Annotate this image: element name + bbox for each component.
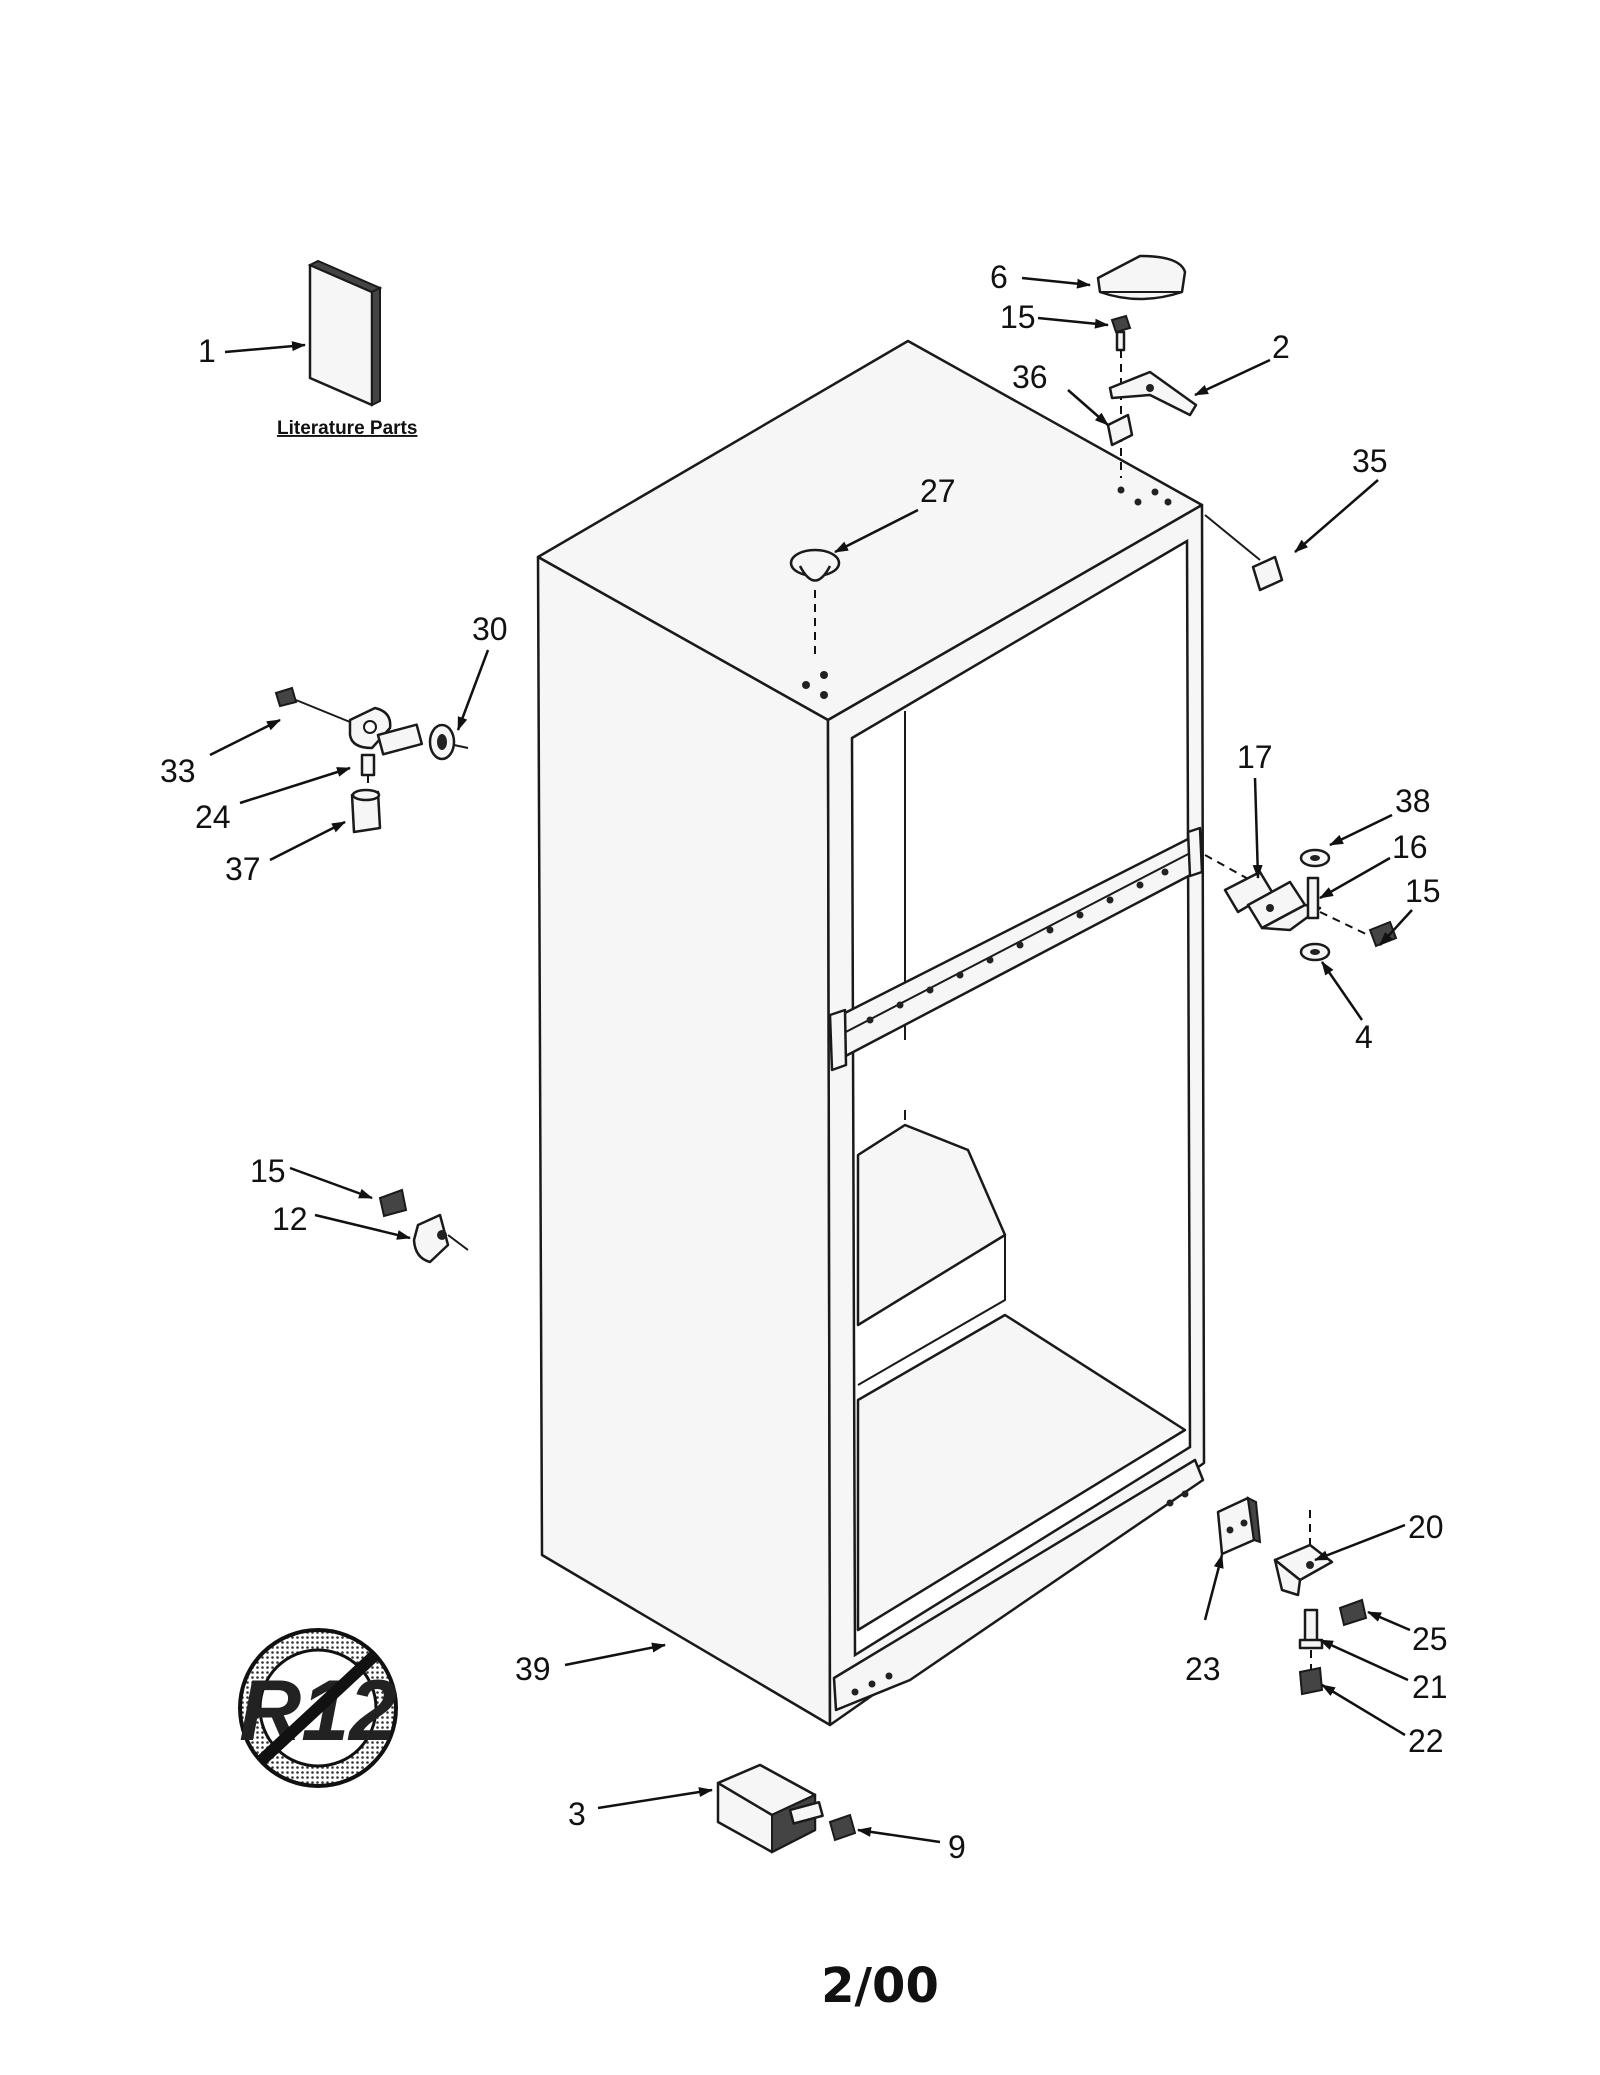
hinge-cap [1251,555,1284,592]
literature-booklet [307,259,383,407]
callout-4: 4 [1355,1019,1373,1055]
door-stop-bracket [378,1188,469,1264]
divider-rail [828,826,1204,1072]
center-hinge-assembly [1204,848,1398,962]
leveling-leg [716,1763,857,1854]
callout-17: 17 [1237,739,1273,775]
callout-21: 21 [1412,1669,1448,1705]
roller-assembly [274,686,469,834]
callout-15-left: 15 [250,1153,286,1189]
callout-23: 23 [1185,1651,1221,1687]
callout-39: 39 [515,1651,551,1687]
plug-button [789,548,841,582]
callout-38: 38 [1395,783,1431,819]
callout-37: 37 [225,851,261,887]
callout-25: 25 [1412,1621,1448,1657]
callout-22: 22 [1408,1723,1444,1759]
hinge-cover [1096,254,1187,301]
callout-27: 27 [920,473,956,509]
no-r12-symbol: R12 [238,1628,398,1788]
callout-33: 33 [160,753,196,789]
callout-3: 3 [568,1796,586,1832]
callout-2: 2 [1272,329,1290,365]
callout-15-mid: 15 [1405,873,1441,909]
top-hinge [1108,370,1198,417]
callout-36: 36 [1012,359,1048,395]
refrigerator-cabinet [536,339,1206,1727]
callout-24: 24 [195,799,231,835]
footer-date: 2/00 [821,1958,939,2014]
top-hinge-screw [1110,314,1132,352]
callout-30: 30 [472,611,508,647]
callout-labels: 1 Literature Parts 6 15 2 36 35 27 30 33… [160,259,1448,1865]
callout-9: 9 [948,1829,966,1865]
callout-20: 20 [1408,1509,1444,1545]
leader-arrows [209,276,1413,1844]
callout-6: 6 [990,259,1008,295]
callout-15-top: 15 [1000,299,1036,335]
callout-16: 16 [1392,829,1428,865]
hinge-shim [1216,1496,1262,1556]
callout-35: 35 [1352,443,1388,479]
bottom-hinge-assembly [1273,1510,1368,1696]
callout-1: 1 [198,333,216,369]
literature-caption: Literature Parts [277,418,417,439]
callout-12: 12 [272,1201,308,1237]
hinge-spacer [1106,413,1134,447]
